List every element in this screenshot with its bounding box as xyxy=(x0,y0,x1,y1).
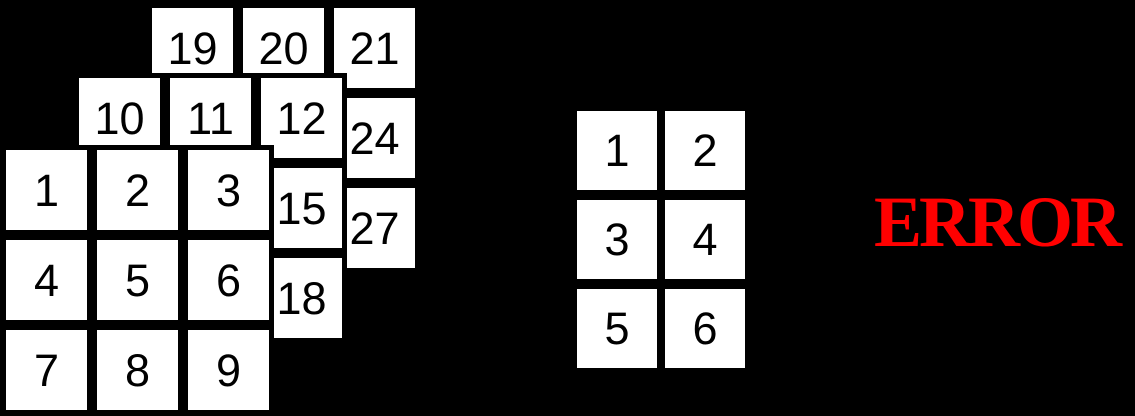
matrix-cell: 2 xyxy=(661,106,749,195)
matrix-cell: 3 xyxy=(573,195,661,284)
tensor-cell: 3 xyxy=(183,145,274,235)
tensor-cell: 12 xyxy=(256,73,347,163)
error-label: ERROR xyxy=(874,182,1122,262)
tensor-cell: 4 xyxy=(1,235,92,325)
matrix-cell: 1 xyxy=(573,106,661,195)
tensor-cell: 7 xyxy=(1,325,92,415)
tensor-cell: 9 xyxy=(183,325,274,415)
tensor-cell: 6 xyxy=(183,235,274,325)
tensor-cell: 1 xyxy=(1,145,92,235)
tensor-cell: 8 xyxy=(92,325,183,415)
matrix-cell: 6 xyxy=(661,284,749,373)
matrix-cell: 5 xyxy=(573,284,661,373)
tensor-cell: 5 xyxy=(92,235,183,325)
tensor-cell: 2 xyxy=(92,145,183,235)
tensor-layer-front: 1 2 3 4 5 6 7 8 9 xyxy=(1,145,274,415)
matrix-cell: 4 xyxy=(661,195,749,284)
matrix-3x2: 1 2 3 4 5 6 xyxy=(573,106,749,373)
